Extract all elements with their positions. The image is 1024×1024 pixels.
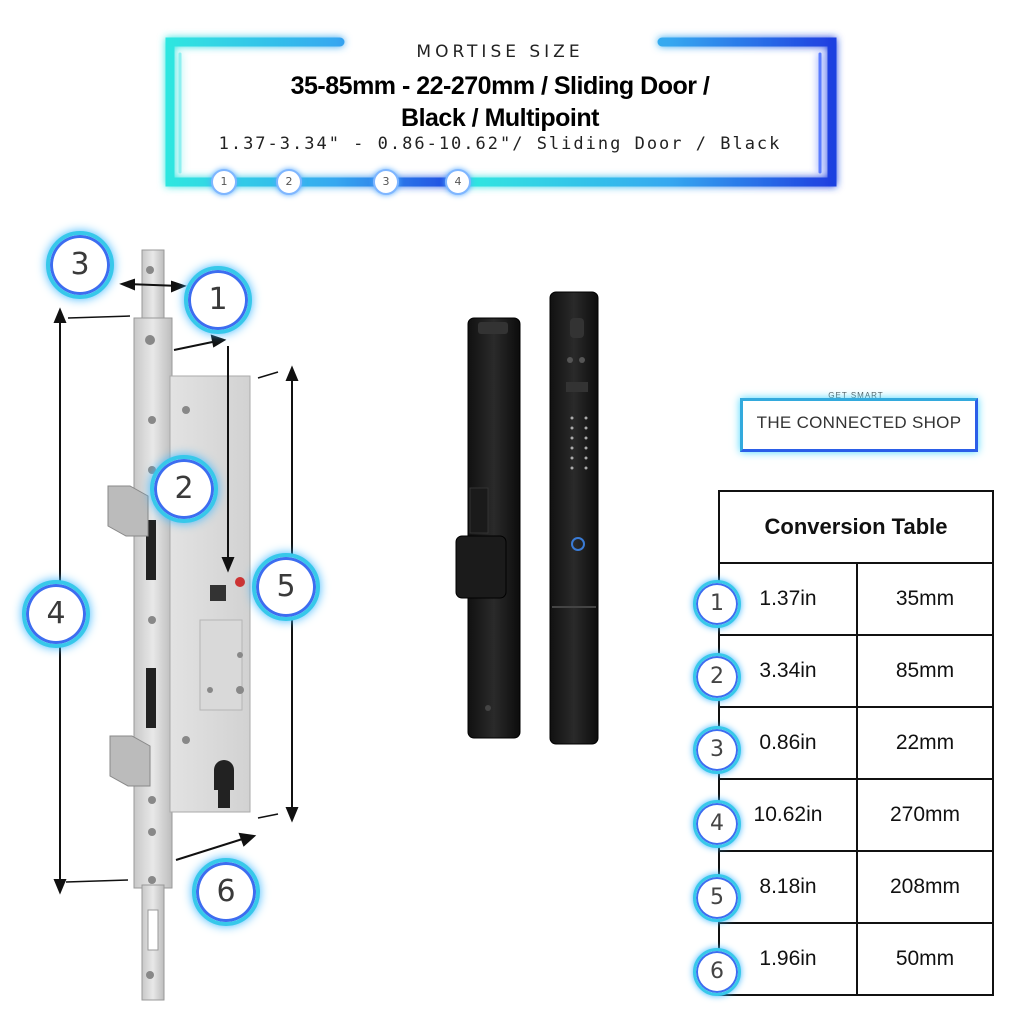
marker-badge-2: 2 — [276, 169, 302, 195]
title-line-1: 35-85mm - 22-270mm / Sliding Door / — [290, 72, 710, 100]
measure-badge-3: 3 — [46, 231, 114, 299]
mortise-lock-diagram — [53, 249, 299, 1001]
table-title: Conversion Table — [718, 490, 994, 564]
table-cell-mm: 208mm — [856, 850, 994, 924]
row-badge-3: 3 — [693, 726, 741, 774]
table-cell-mm: 85mm — [856, 634, 994, 708]
table-row: 1.96in 50mm — [718, 922, 994, 996]
table-cell-inch: 8.18in — [718, 850, 858, 924]
table-row: 0.86in 22mm — [718, 706, 994, 780]
table-header-row: Conversion Table — [718, 490, 994, 564]
table-cell-mm: 22mm — [856, 706, 994, 780]
smart-lock-product-image — [455, 291, 599, 745]
table-row: 1.37in 35mm — [718, 562, 994, 636]
table-cell-mm: 50mm — [856, 922, 994, 996]
table-row: 3.34in 85mm — [718, 634, 994, 708]
row-badge-5: 5 — [693, 874, 741, 922]
page-subtitle: 1.37-3.34" - 0.86-10.62"/ Sliding Door /… — [218, 134, 782, 154]
table-cell-inch: 1.37in — [718, 562, 858, 636]
table-cell-inch: 1.96in — [718, 922, 858, 996]
table-row: 8.18in 208mm — [718, 850, 994, 924]
row-badge-6: 6 — [693, 948, 741, 996]
marker-badge-1: 1 — [211, 169, 237, 195]
logo-name: THE CONNECTED SHOP — [756, 413, 962, 432]
measure-badge-1: 1 — [184, 266, 252, 334]
marker-badge-3: 3 — [373, 169, 399, 195]
table-cell-inch: 3.34in — [718, 634, 858, 708]
row-badge-4: 4 — [693, 800, 741, 848]
title-line-2: Black / Multipoint — [401, 104, 599, 132]
page-title: 35-85mm - 22-270mm / Sliding Door / Blac… — [170, 70, 830, 134]
row-badge-1: 1 — [693, 580, 741, 628]
table-cell-inch: 10.62in — [718, 778, 858, 852]
table-cell-inch: 0.86in — [718, 706, 858, 780]
measure-badge-4: 4 — [22, 580, 90, 648]
logo-frame — [740, 398, 978, 452]
conversion-table: Conversion Table 1.37in 35mm 3.34in 85mm… — [718, 490, 994, 996]
logo-tagline: GET SMART — [828, 391, 884, 400]
row-badge-2: 2 — [693, 653, 741, 701]
table-row: 10.62in 270mm — [718, 778, 994, 852]
kicker-text: MORTISE SIZE — [416, 42, 584, 62]
neon-frame-lines — [165, 37, 837, 187]
measure-badge-5: 5 — [252, 553, 320, 621]
measure-badge-6: 6 — [192, 858, 260, 926]
table-cell-mm: 35mm — [856, 562, 994, 636]
table-cell-mm: 270mm — [856, 778, 994, 852]
marker-badge-4: 4 — [445, 169, 471, 195]
measure-badge-2: 2 — [150, 455, 218, 523]
